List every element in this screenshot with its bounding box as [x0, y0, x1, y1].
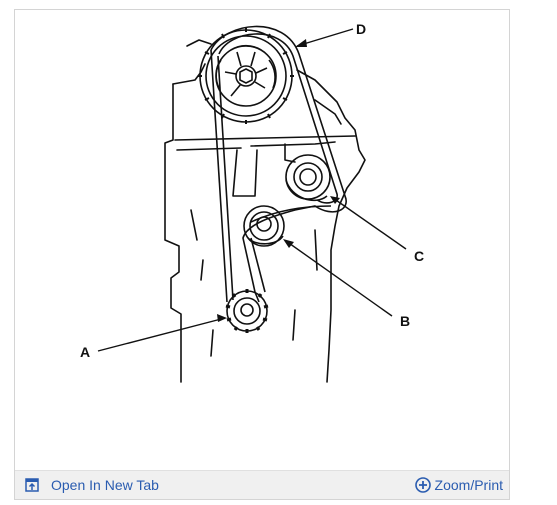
open-new-tab-icon	[25, 478, 39, 492]
open-new-tab-label: Open In New Tab	[51, 477, 159, 493]
zoom-print-link[interactable]: Zoom/Print	[414, 471, 503, 499]
figure-card: D C B A Open In New Tab Zoom/Print	[14, 9, 510, 500]
engine-drawing	[97, 25, 407, 383]
zoom-plus-icon	[414, 477, 431, 493]
zoom-print-label: Zoom/Print	[434, 477, 503, 493]
callout-c: C	[414, 248, 425, 264]
timing-belt-diagram[interactable]: D C B A	[15, 10, 509, 472]
callout-a: A	[80, 344, 91, 360]
open-new-tab-link[interactable]: Open In New Tab	[25, 471, 159, 499]
callout-d: D	[356, 21, 367, 37]
figure-footer: Open In New Tab Zoom/Print	[15, 470, 509, 499]
callout-b: B	[400, 313, 411, 329]
